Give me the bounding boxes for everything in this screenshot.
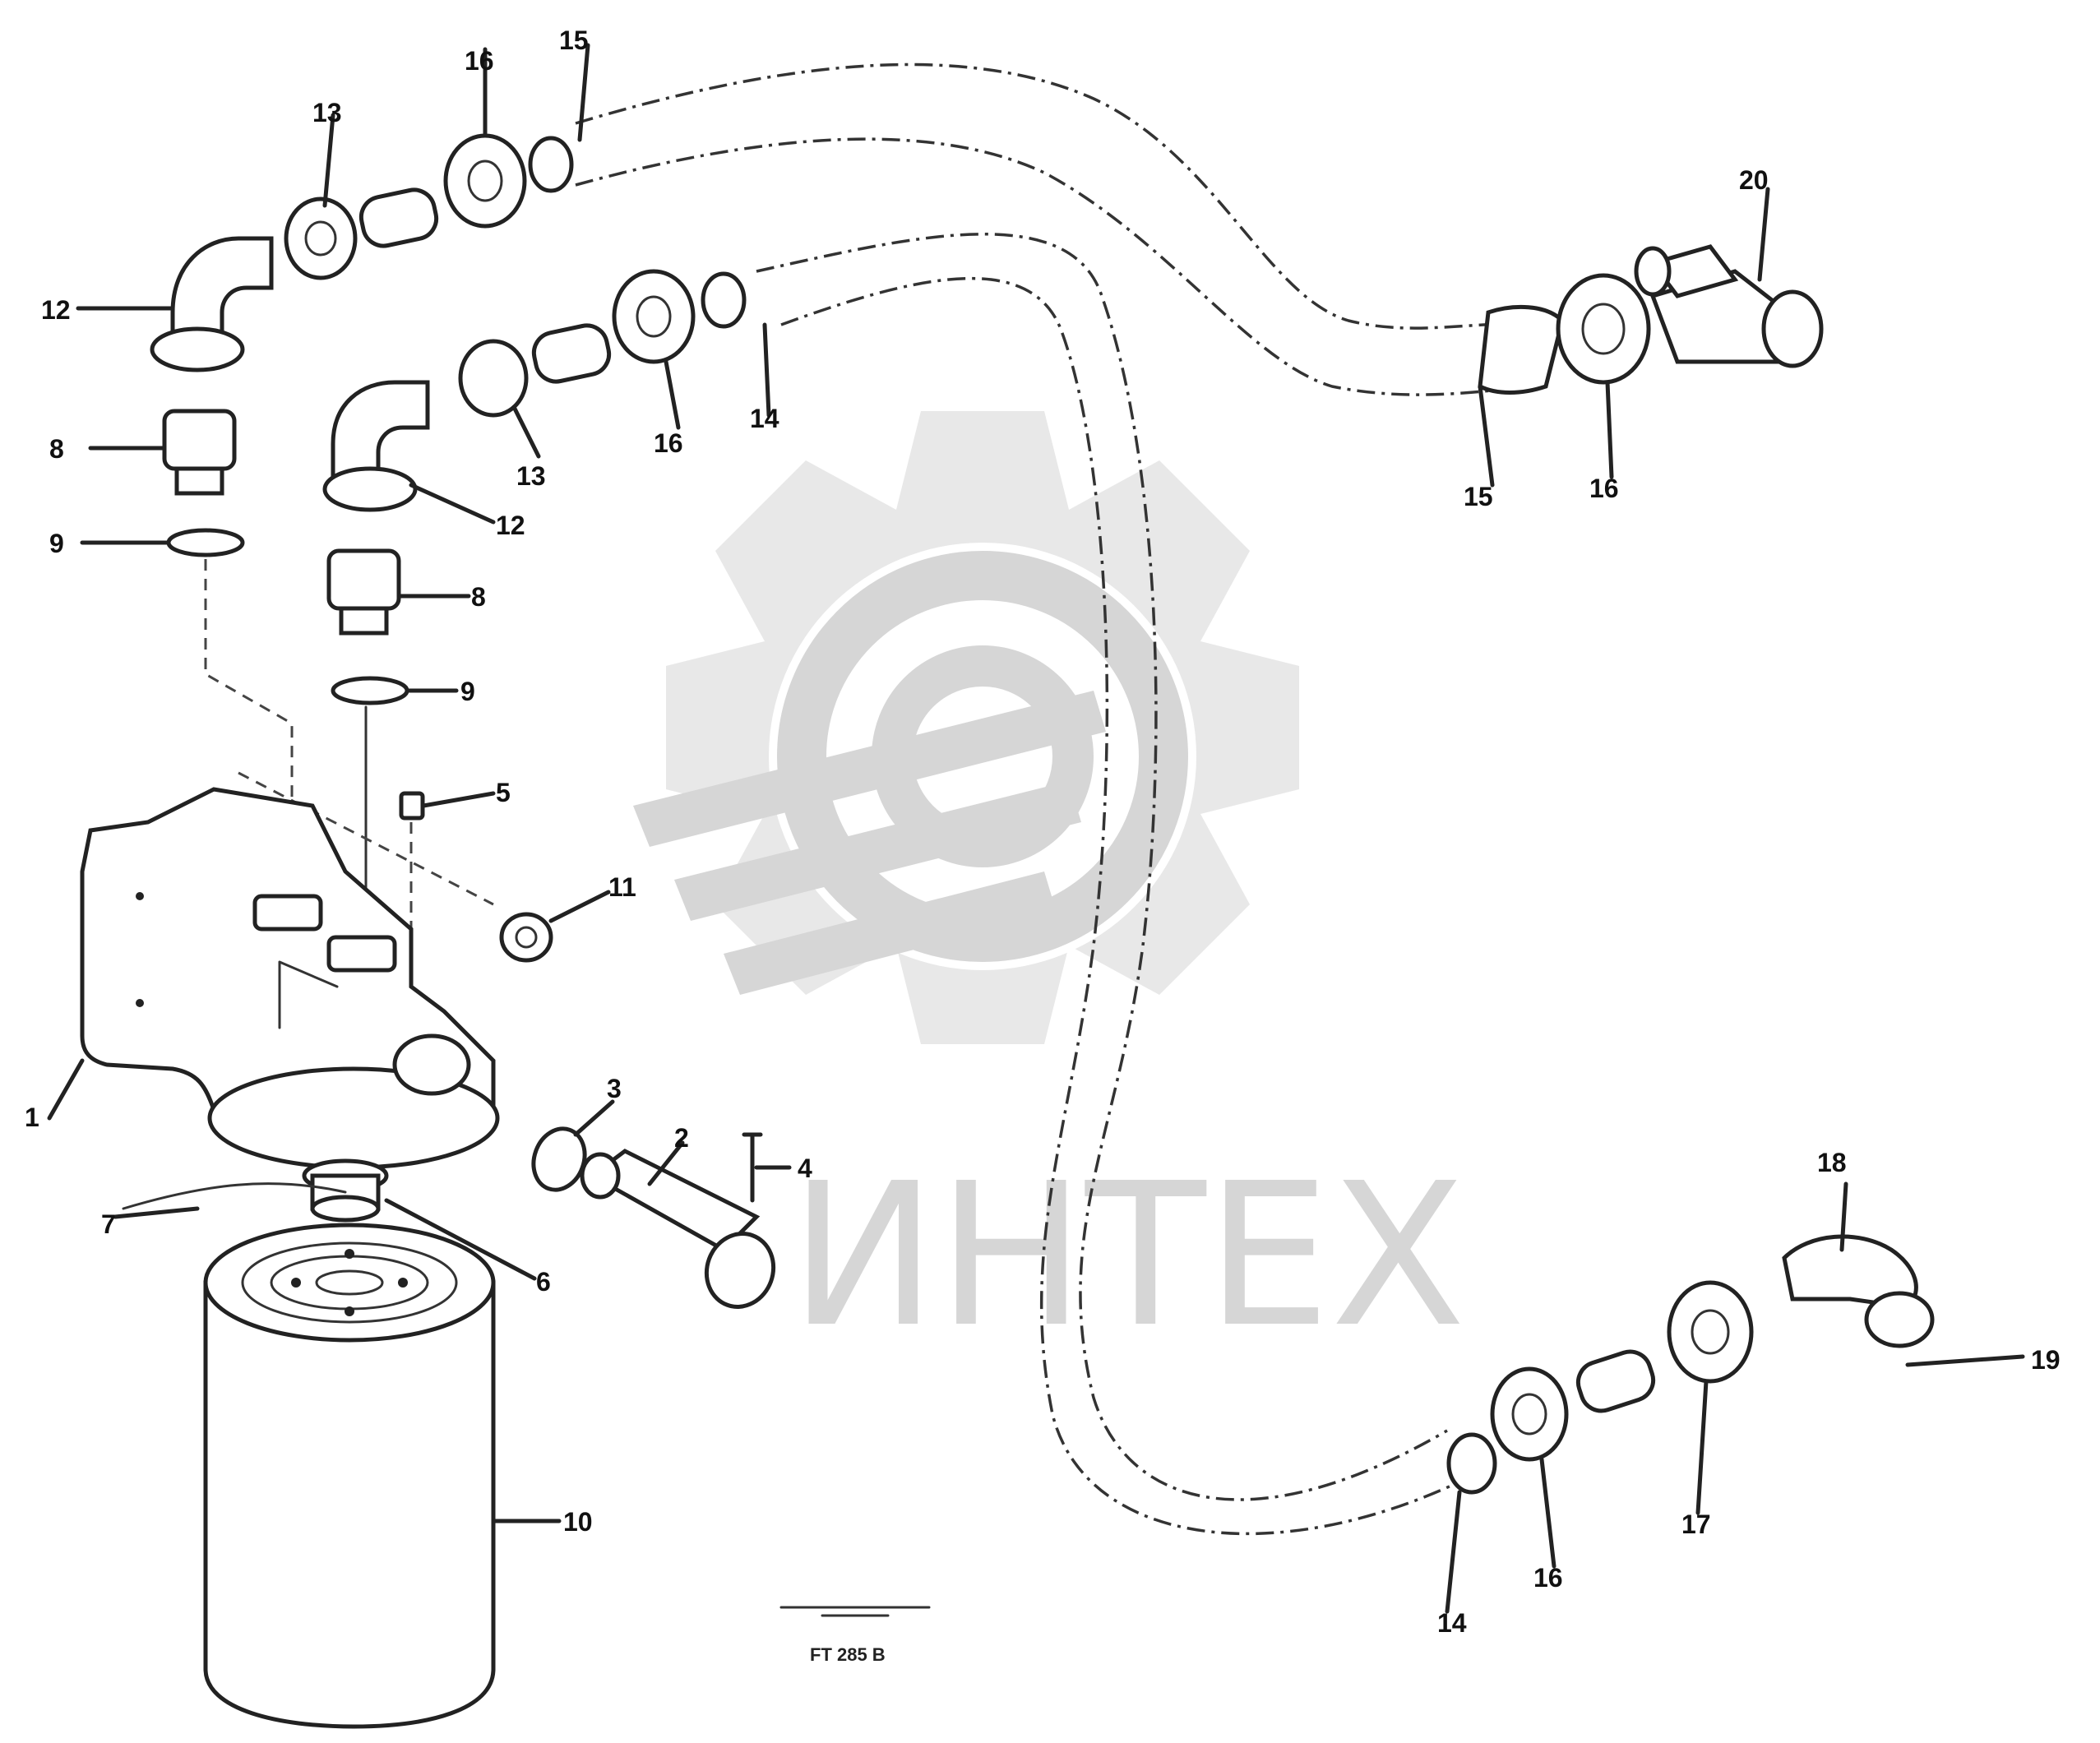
callout-15-top: 15 <box>559 25 589 55</box>
callout-13-upper: 13 <box>312 98 342 127</box>
lower-right-sleeve <box>1575 1349 1656 1413</box>
callout-16-right: 16 <box>1589 474 1619 503</box>
leader-lines <box>47 43 2025 1614</box>
upper-elbow-12 <box>150 236 274 372</box>
lower-right-nut-17 <box>1667 1280 1754 1384</box>
callout-9-left: 9 <box>49 529 64 558</box>
callout-16-lower: 16 <box>1533 1563 1563 1593</box>
elbow-18 <box>1782 1234 1935 1348</box>
plug-5 <box>399 791 425 821</box>
callout-14-upper: 14 <box>750 404 779 433</box>
adapter-8-right <box>326 548 401 636</box>
upper-nut-13 <box>284 196 358 280</box>
lower-right-ferrule-14 <box>1446 1432 1497 1495</box>
adapter-8-left <box>162 409 237 496</box>
upper-sleeve <box>358 187 439 248</box>
callout-4: 4 <box>798 1154 812 1183</box>
filter-head-1 <box>80 787 500 1170</box>
gasket-7-line <box>122 1182 347 1210</box>
callout-12-upper: 12 <box>41 295 71 325</box>
callout-11: 11 <box>608 872 636 902</box>
o-ring-9-right <box>331 676 409 705</box>
lower-right-nut-16-hole <box>1511 1393 1547 1436</box>
callout-2: 2 <box>674 1123 689 1153</box>
callout-20: 20 <box>1739 165 1769 195</box>
lower-right-nut-17-hole <box>1691 1309 1730 1355</box>
callout-10: 10 <box>563 1507 593 1537</box>
callout-14-lower: 14 <box>1437 1608 1467 1638</box>
watermark-logo <box>633 411 1299 1044</box>
tube-2 <box>580 1149 776 1309</box>
callout-7: 7 <box>101 1209 116 1239</box>
right-nut-16-hole <box>1581 303 1626 355</box>
right-hose-end-15 <box>1478 304 1565 395</box>
lower-nut-13 <box>458 339 529 418</box>
callout-19: 19 <box>2031 1345 2061 1375</box>
callout-3: 3 <box>607 1074 622 1103</box>
callout-13-lower: 13 <box>516 461 546 491</box>
right-nut-16 <box>1556 273 1651 385</box>
figure-code-block: FT 285 B <box>779 1606 931 1665</box>
assembly-line-left <box>204 559 294 913</box>
lower-sleeve <box>531 323 612 384</box>
callout-15-right: 15 <box>1464 482 1493 511</box>
lower-hose <box>756 233 1464 1536</box>
lower-nut-16-hole <box>636 295 672 338</box>
callout-17: 17 <box>1681 1510 1711 1539</box>
callout-6: 6 <box>536 1267 551 1297</box>
callout-18: 18 <box>1817 1148 1847 1177</box>
assembly-line-11 <box>238 771 494 906</box>
oil-filter-10 <box>203 1223 496 1729</box>
tee-20 <box>1634 244 1824 368</box>
upper-nut-16 <box>443 133 527 229</box>
callout-9-right: 9 <box>460 677 475 706</box>
callout-numbers: 1 2 3 4 5 6 7 8 8 9 9 10 11 12 12 13 13 … <box>25 25 2061 1638</box>
callout-16-top: 16 <box>465 46 494 76</box>
plug-11 <box>499 912 553 963</box>
o-ring-9-left <box>166 528 245 557</box>
upper-nut-16-hole <box>467 160 503 202</box>
lower-right-nut-16 <box>1490 1366 1569 1462</box>
lower-ferrule-14 <box>701 271 747 329</box>
watermark-text: ИНТЕХ <box>789 1140 1466 1371</box>
lower-elbow-12 <box>322 380 430 512</box>
lower-nut-16 <box>612 269 696 364</box>
upper-ferrule-15 <box>528 136 574 193</box>
nipple-6 <box>302 1158 389 1223</box>
callout-8-right: 8 <box>471 582 486 612</box>
callout-12-lower: 12 <box>496 511 525 540</box>
callout-5: 5 <box>496 778 511 807</box>
figure-code: FT 285 B <box>810 1644 886 1665</box>
callout-8-left: 8 <box>49 434 64 464</box>
upper-nut-13-hole <box>304 220 337 257</box>
upper-hose <box>575 62 1538 396</box>
callout-1: 1 <box>25 1103 39 1132</box>
callout-16-mid: 16 <box>654 428 683 458</box>
pin-4 <box>742 1132 763 1203</box>
